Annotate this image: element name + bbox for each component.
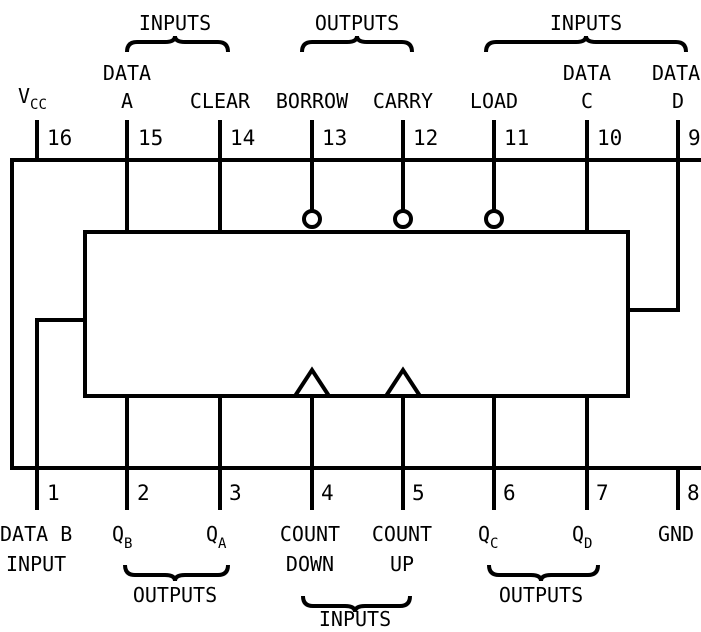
bottom-brace-outputs-left — [123, 564, 230, 582]
pin-name-4-line2: DOWN — [286, 552, 334, 576]
group-label-top-middle: OUTPUTS — [315, 11, 399, 35]
pin-number-7: 7 — [596, 481, 609, 505]
pin-name-4-line1: COUNT — [280, 522, 340, 546]
pin-11-inversion-bubble — [484, 209, 504, 229]
pin-name-16-main: V — [18, 84, 30, 108]
pin-name-7-subscript: D — [584, 536, 592, 552]
pin-number-3: 3 — [229, 481, 242, 505]
pin-name-6: QC — [478, 522, 498, 552]
bottom-pin-leads — [35, 318, 680, 510]
pin-name-5-line1: COUNT — [372, 522, 432, 546]
pin-name-13: BORROW — [276, 89, 349, 113]
top-brace-inputs-left — [125, 35, 230, 53]
pin-number-16: 16 — [47, 126, 72, 150]
pin-name-3-main: Q — [206, 522, 218, 546]
pin-name-3-subscript: A — [218, 536, 227, 552]
top-brace-outputs — [300, 35, 414, 53]
pin-number-10: 10 — [597, 126, 622, 150]
group-label-top-right: INPUTS — [550, 11, 622, 35]
pin-5-clock-triangle — [384, 366, 422, 398]
bottom-brace-inputs — [301, 595, 412, 613]
pin-name-16: VCC — [18, 84, 47, 113]
pin-name-12: CARRY — [373, 89, 433, 113]
pin-name-7: QD — [572, 522, 592, 552]
pin-number-1: 1 — [47, 481, 60, 505]
pin-name-5-line2: UP — [390, 552, 414, 576]
pin-name-9-line1: DATA — [652, 61, 700, 85]
pin-number-11: 11 — [504, 126, 529, 150]
pin-name-3: QA — [206, 522, 227, 552]
pin-name-8: GND — [658, 522, 694, 546]
group-label-bottom-left: OUTPUTS — [133, 583, 217, 607]
group-label-bottom-middle: INPUTS — [319, 607, 391, 631]
pin-4-clock-triangle — [293, 366, 331, 398]
pin-name-15-line2: A — [121, 89, 133, 113]
pin-name-14: CLEAR — [190, 89, 251, 113]
pin-name-9-line2: D — [672, 89, 684, 113]
pin-number-9: 9 — [688, 126, 701, 150]
top-brace-inputs-right — [484, 35, 688, 53]
pin-number-8: 8 — [687, 481, 700, 505]
pin-name-10-line1: DATA — [563, 61, 611, 85]
pin-number-12: 12 — [413, 126, 438, 150]
pin-name-6-main: Q — [478, 522, 490, 546]
top-pin-leads — [35, 120, 680, 312]
pin-name-2-subscript: B — [124, 536, 132, 552]
pin-number-13: 13 — [322, 126, 347, 150]
pin-name-7-main: Q — [572, 522, 584, 546]
pin-number-4: 4 — [321, 481, 334, 505]
bottom-brace-outputs-right — [487, 564, 600, 582]
pin-name-11: LOAD — [470, 89, 518, 113]
pin-name-16-subscript: CC — [30, 97, 47, 113]
pin-name-10-line2: C — [581, 89, 593, 113]
pin-name-2: QB — [112, 522, 132, 552]
pin-1-lead — [35, 318, 85, 510]
pin-number-15: 15 — [138, 126, 163, 150]
pin-number-6: 6 — [503, 481, 516, 505]
pin-13-inversion-bubble — [302, 209, 322, 229]
pin-name-1-line1: DATA B — [0, 522, 72, 546]
pin-12-inversion-bubble — [393, 209, 413, 229]
pin-name-2-main: Q — [112, 522, 124, 546]
pin-name-6-subscript: C — [490, 536, 498, 552]
group-braces — [123, 35, 688, 613]
group-label-top-left: INPUTS — [139, 11, 211, 35]
pin-name-1-line2: INPUT — [6, 552, 66, 576]
pin-number-5: 5 — [412, 481, 425, 505]
pin-number-14: 14 — [230, 126, 255, 150]
pin-9-lead — [628, 120, 680, 312]
chip-body — [83, 230, 630, 398]
group-label-bottom-right: OUTPUTS — [499, 583, 583, 607]
pin-name-15-line1: DATA — [103, 61, 151, 85]
pin-number-2: 2 — [137, 481, 150, 505]
